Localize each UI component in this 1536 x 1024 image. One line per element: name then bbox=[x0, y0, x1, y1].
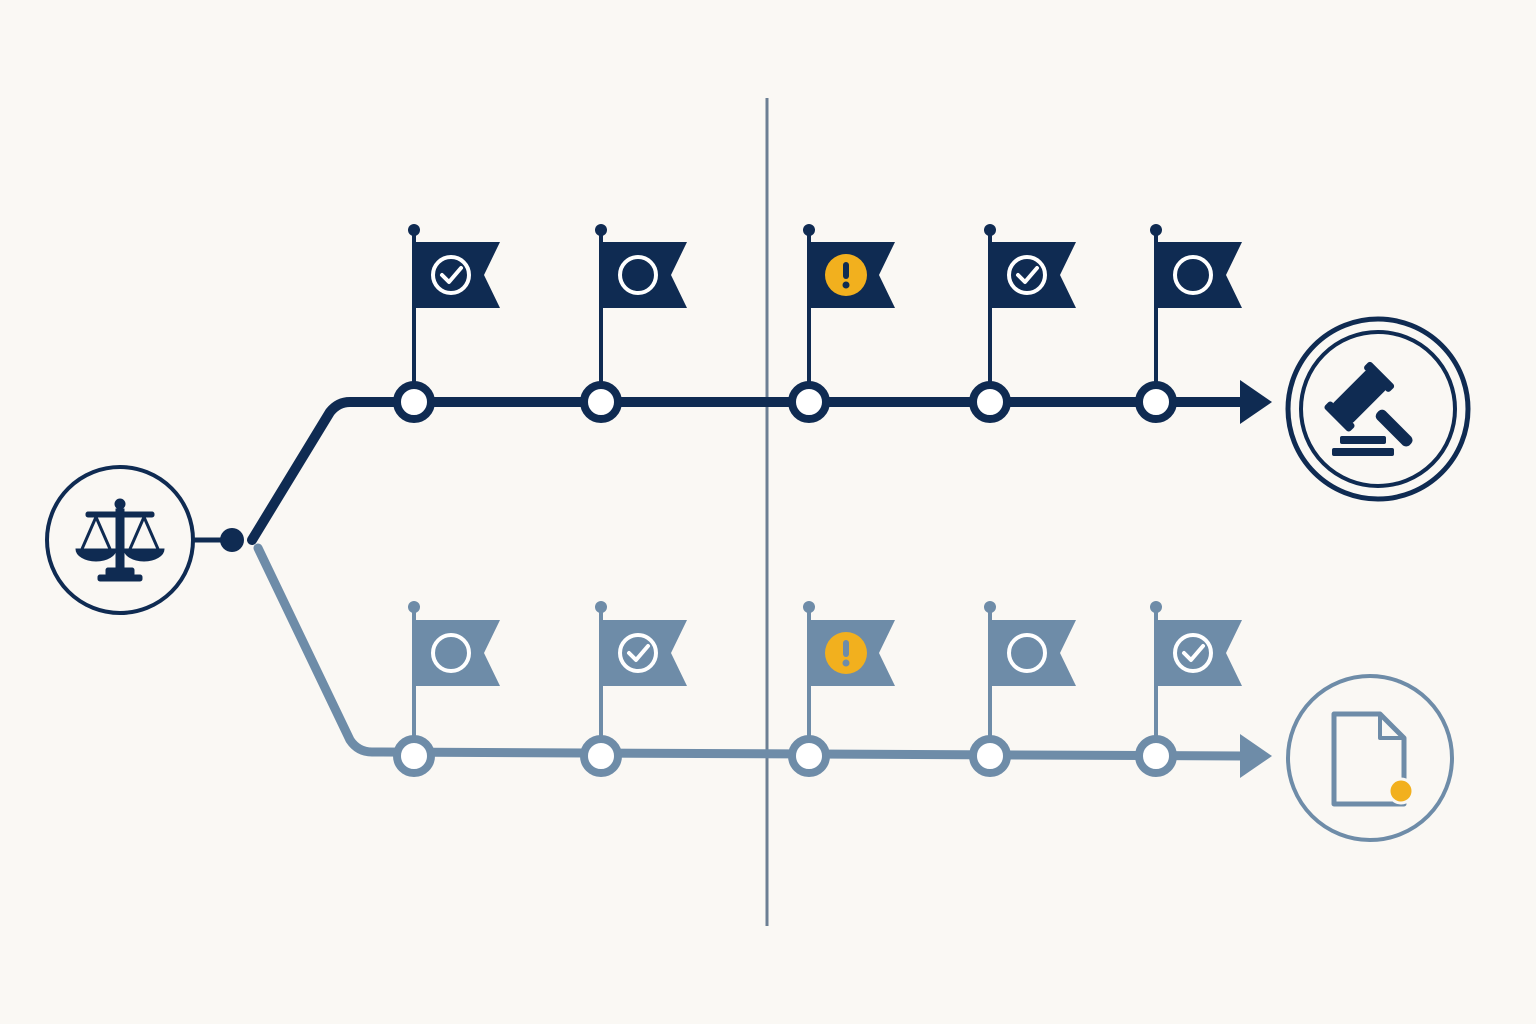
milestone bbox=[393, 224, 500, 423]
notification-dot bbox=[1387, 777, 1415, 805]
milestone-node bbox=[393, 381, 435, 423]
track-line bbox=[253, 543, 1249, 761]
milestone-node bbox=[580, 735, 622, 777]
document-circle bbox=[1286, 674, 1454, 842]
flag bbox=[990, 620, 1076, 686]
milestone-node bbox=[580, 381, 622, 423]
start-node bbox=[45, 465, 244, 615]
empty-circle-icon bbox=[618, 255, 658, 295]
flag-pole-knob bbox=[984, 224, 996, 236]
check-circle-icon bbox=[431, 255, 471, 295]
check-circle-icon bbox=[1173, 633, 1213, 673]
flag-pole-knob bbox=[408, 601, 420, 613]
milestone bbox=[580, 601, 687, 777]
milestone bbox=[969, 601, 1076, 777]
gavel-icon bbox=[1324, 361, 1413, 456]
milestone bbox=[1135, 224, 1242, 423]
lower-track bbox=[253, 543, 1272, 778]
verdict-outer-ring bbox=[1285, 316, 1471, 502]
milestone-node bbox=[393, 735, 435, 777]
branch-point bbox=[220, 528, 244, 552]
track-line bbox=[247, 397, 1249, 545]
flag-pole-knob bbox=[408, 224, 420, 236]
milestone-node bbox=[969, 735, 1011, 777]
scales-of-justice-icon bbox=[75, 498, 165, 582]
flag-pole-knob bbox=[984, 601, 996, 613]
empty-circle-icon bbox=[431, 633, 471, 673]
empty-circle-icon bbox=[1007, 633, 1047, 673]
flag-pole-knob bbox=[595, 601, 607, 613]
arrow-head bbox=[1240, 734, 1272, 778]
flag-pole-knob bbox=[595, 224, 607, 236]
flag-pole-knob bbox=[803, 224, 815, 236]
milestone bbox=[393, 601, 500, 777]
warning-icon bbox=[825, 254, 867, 296]
milestone bbox=[580, 224, 687, 423]
milestone bbox=[1135, 601, 1242, 777]
arrow-head bbox=[1240, 380, 1272, 424]
milestone bbox=[969, 224, 1076, 423]
empty-circle-icon bbox=[1173, 255, 1213, 295]
milestone bbox=[788, 601, 895, 777]
flag-pole-knob bbox=[1150, 224, 1162, 236]
flag bbox=[1156, 242, 1242, 308]
upper-track bbox=[247, 224, 1272, 545]
check-circle-icon bbox=[618, 633, 658, 673]
milestone-node bbox=[969, 381, 1011, 423]
warning-icon bbox=[825, 632, 867, 674]
milestone-node bbox=[788, 735, 830, 777]
milestone-node bbox=[1135, 381, 1177, 423]
flag-pole-knob bbox=[803, 601, 815, 613]
verdict-node bbox=[1285, 316, 1471, 502]
flag bbox=[414, 620, 500, 686]
document-icon bbox=[1331, 711, 1415, 807]
check-circle-icon bbox=[1007, 255, 1047, 295]
milestone bbox=[788, 224, 895, 423]
verdict-inner-ring bbox=[1299, 330, 1457, 488]
flag-pole-knob bbox=[1150, 601, 1162, 613]
document-node bbox=[1286, 674, 1454, 842]
flag bbox=[601, 242, 687, 308]
milestone-node bbox=[1135, 735, 1177, 777]
milestone-node bbox=[788, 381, 830, 423]
